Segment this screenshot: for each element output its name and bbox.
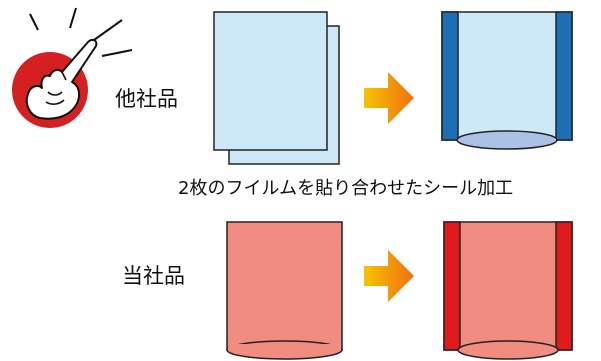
our-product-label: 当社品 [122,264,185,288]
other-product-label: 他社品 [115,87,178,111]
arrow-right-icon [364,72,414,124]
red-sealed-tube [443,221,573,360]
pointing-hand-icon [12,7,133,128]
stacked-film-sheets [213,11,340,165]
blue-sealed-tube [441,11,573,150]
seal-caption: 2枚のフイルムを貼り合わせたシール加工 [178,178,513,199]
red-seamless-tube [226,221,343,360]
arrow-right-icon [364,250,414,302]
